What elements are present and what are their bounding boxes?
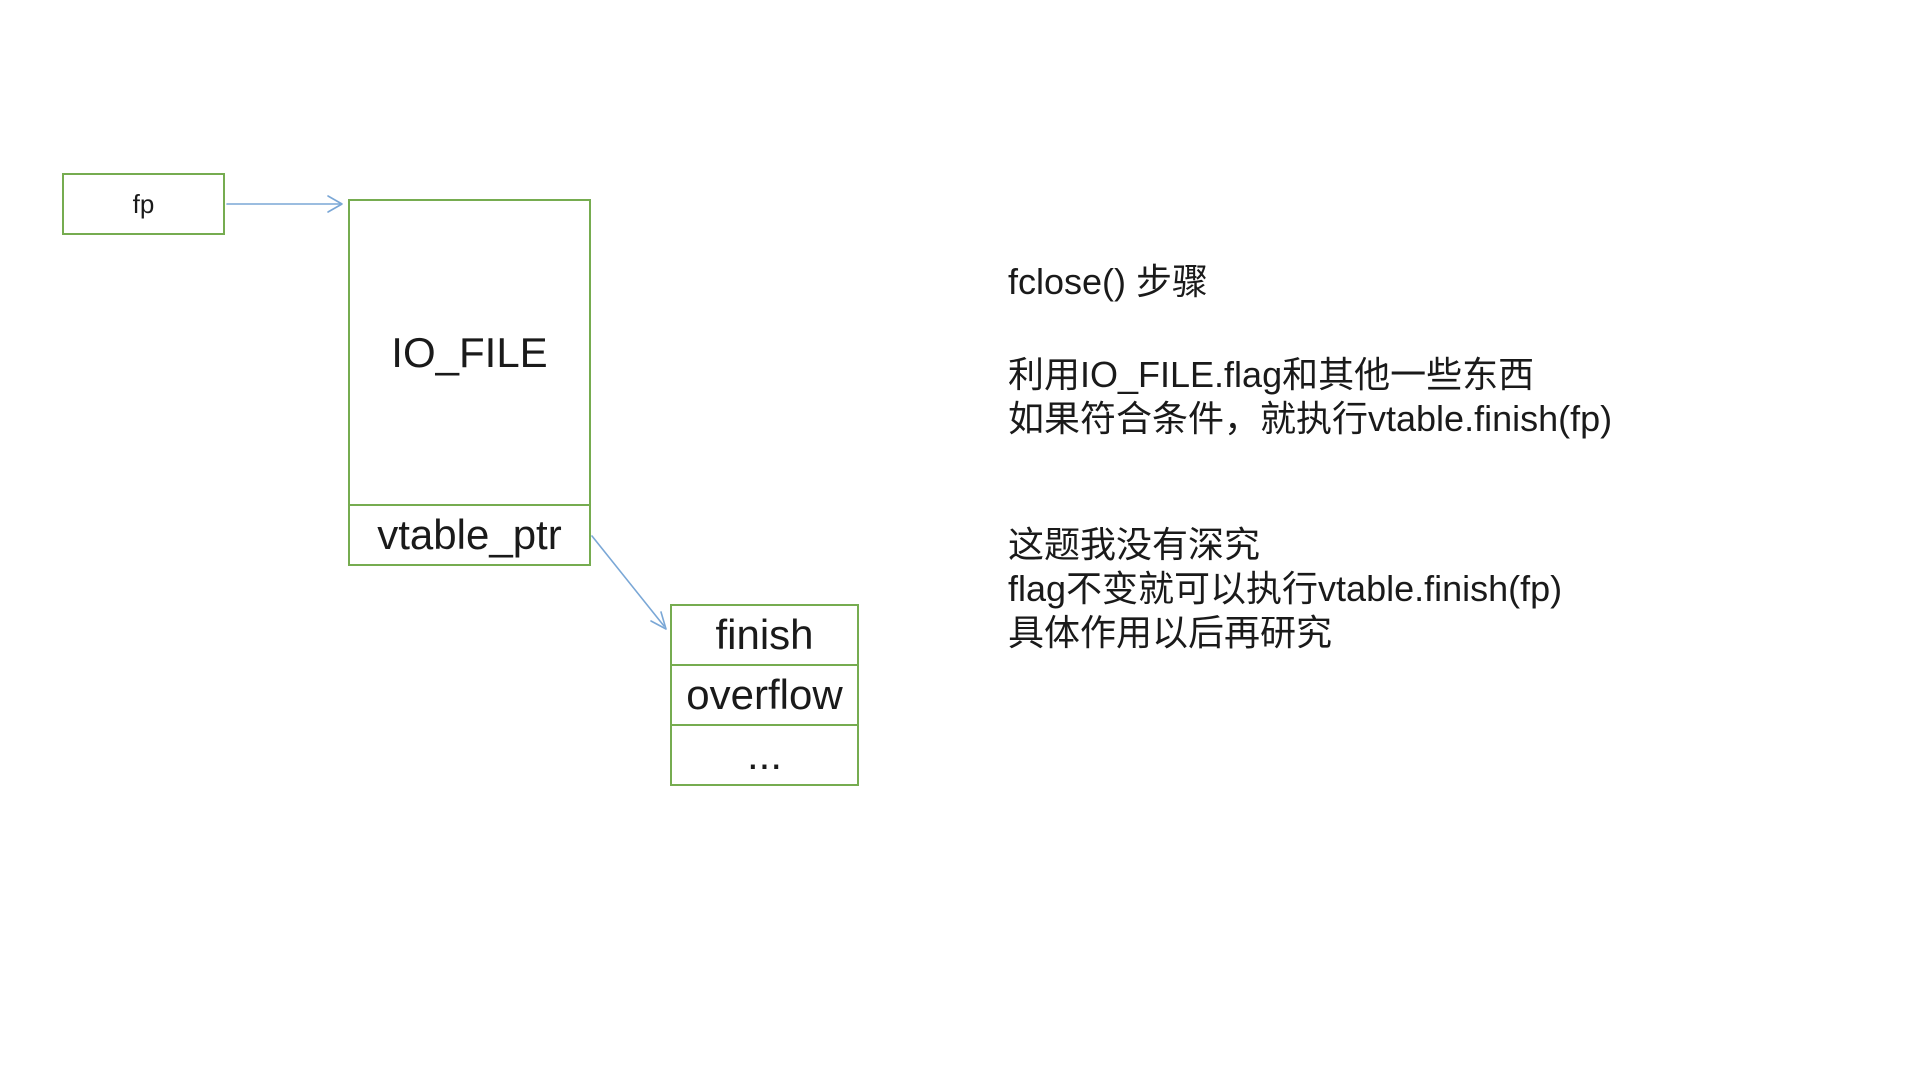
- note-line: 具体作用以后再研究: [1008, 612, 1333, 653]
- io-file-box: IO_FILE vtable_ptr: [348, 199, 591, 566]
- notes-heading: fclose() 步骤: [1008, 261, 1209, 302]
- fp-label: fp: [132, 188, 155, 219]
- vtable-row-finish: finish: [672, 606, 857, 664]
- vtable-row-overflow-label: overflow: [686, 671, 843, 718]
- note-line: 利用IO_FILE.flag和其他一些东西: [1008, 354, 1535, 395]
- vtable-row-finish-label: finish: [715, 611, 814, 658]
- vtable-row-ellipsis-label: ...: [746, 731, 782, 778]
- notes-paragraph-1: 利用IO_FILE.flag和其他一些东西 如果符合条件，就执行vtable.f…: [1008, 353, 1612, 441]
- note-line: 如果符合条件，就执行vtable.finish(fp): [1008, 398, 1613, 439]
- vtable-pointer-arrow: [591, 535, 667, 630]
- notes-paragraph-2: 这题我没有深究 flag不变就可以执行vtable.finish(fp) 具体作…: [1008, 523, 1562, 655]
- note-line: 这题我没有深究: [1008, 524, 1261, 565]
- vtable-row-overflow: overflow: [672, 664, 857, 724]
- io-file-label: IO_FILE: [391, 328, 548, 376]
- io-file-title-cell: IO_FILE: [350, 201, 589, 504]
- vtable-box: finish overflow ...: [670, 604, 859, 786]
- vtable-row-ellipsis: ...: [672, 724, 857, 784]
- vtable-ptr-cell: vtable_ptr: [350, 504, 589, 564]
- vtable-ptr-label: vtable_ptr: [377, 511, 562, 558]
- fp-box: fp: [62, 173, 225, 235]
- note-line: flag不变就可以执行vtable.finish(fp): [1008, 568, 1563, 609]
- fp-pointer-arrow: [226, 195, 343, 213]
